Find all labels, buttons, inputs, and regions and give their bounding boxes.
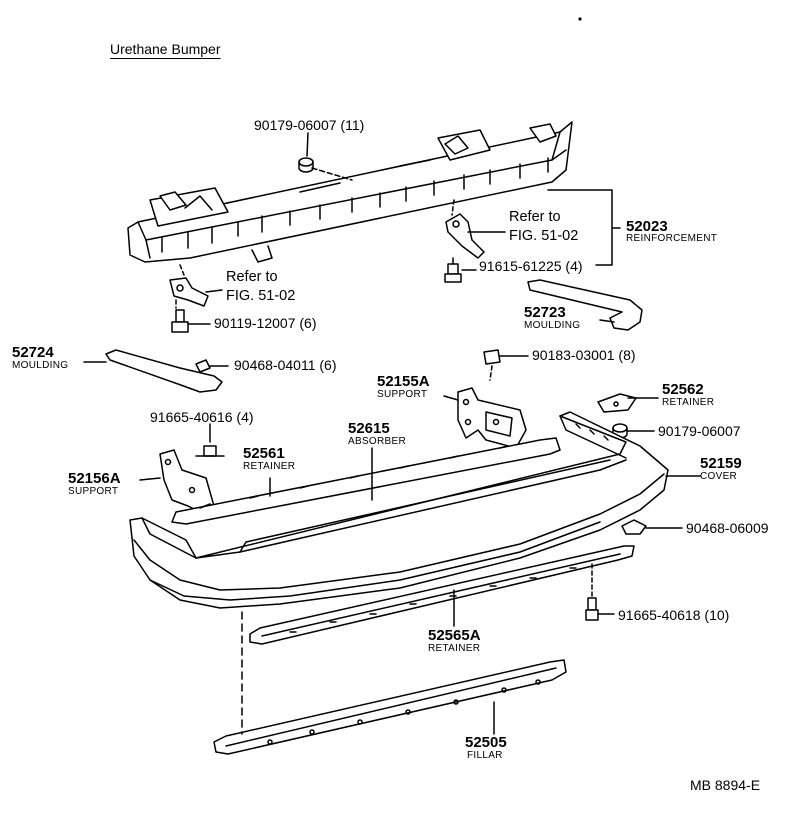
label-support-right: SUPPORT bbox=[377, 389, 428, 400]
retainer-52565A bbox=[249, 545, 635, 645]
reinforcement-part bbox=[127, 121, 573, 276]
clip-90468-06009 bbox=[621, 519, 683, 535]
label-52723: 52723 bbox=[524, 304, 566, 321]
nut-90179-06007-top bbox=[298, 132, 353, 181]
support-52156A bbox=[139, 449, 215, 515]
label-90119-12007: 90119-12007 (6) bbox=[214, 315, 317, 331]
document-code: MB 8894-E bbox=[690, 777, 761, 793]
label-52156A: 52156A bbox=[68, 470, 121, 487]
absorber-52615 bbox=[171, 437, 561, 525]
diagram-title: Urethane Bumper bbox=[110, 41, 221, 57]
label-90179-06007-top: 90179-06007 (11) bbox=[254, 117, 365, 133]
bolt-91615-61225 bbox=[444, 257, 477, 283]
label-retainer-bottom: RETAINER bbox=[428, 643, 481, 654]
cover-52159 bbox=[129, 411, 701, 609]
label-52561: 52561 bbox=[243, 445, 285, 462]
label-91665-40618: 91665-40618 (10) bbox=[618, 607, 730, 623]
label-retainer-left: RETAINER bbox=[243, 461, 296, 472]
label-91615-61225: 91615-61225 (4) bbox=[479, 258, 583, 274]
label-moulding-right: MOULDING bbox=[524, 320, 581, 331]
label-52565A: 52565A bbox=[428, 627, 481, 644]
label-52562: 52562 bbox=[662, 381, 704, 398]
label-reinforcement: REINFORCEMENT bbox=[626, 233, 718, 244]
label-absorber: ABSORBER bbox=[348, 436, 406, 447]
bracket-left bbox=[169, 277, 223, 307]
label-refer-right-2: FIG. 51-02 bbox=[509, 228, 579, 244]
label-90468-04011: 90468-04011 (6) bbox=[234, 357, 337, 373]
label-cover: COVER bbox=[700, 471, 738, 482]
bolt-91665-40616 bbox=[195, 423, 225, 457]
bolt-90119-12007 bbox=[171, 309, 211, 333]
label-retainer-right: RETAINER bbox=[662, 397, 715, 408]
label-refer-left-2: FIG. 51-02 bbox=[226, 288, 296, 304]
label-52615: 52615 bbox=[348, 420, 390, 437]
clip-90468-04011 bbox=[195, 359, 229, 373]
moulding-52724 bbox=[83, 349, 223, 393]
support-52155A bbox=[443, 387, 527, 449]
label-fillar: FILLAR bbox=[467, 750, 503, 761]
label-90468-06009: 90468-06009 bbox=[686, 520, 769, 536]
label-support-left: SUPPORT bbox=[68, 486, 119, 497]
label-52724: 52724 bbox=[12, 344, 54, 361]
label-52023: 52023 bbox=[626, 218, 668, 235]
label-91665-40616: 91665-40616 (4) bbox=[150, 409, 254, 425]
label-refer-left-1: Refer to bbox=[226, 269, 278, 285]
clip-90183-03001 bbox=[483, 349, 529, 381]
moulding-52723 bbox=[527, 279, 643, 331]
fillar-52505 bbox=[213, 659, 567, 755]
label-52155A: 52155A bbox=[377, 373, 430, 390]
label-52159: 52159 bbox=[700, 455, 742, 472]
bracket-right bbox=[445, 213, 506, 259]
label-90179-06007-right: 90179-06007 bbox=[658, 423, 741, 439]
bolt-91665-40618 bbox=[585, 563, 615, 621]
retainer-52562 bbox=[597, 393, 659, 413]
label-52505: 52505 bbox=[465, 734, 507, 751]
label-90183-03001: 90183-03001 (8) bbox=[532, 347, 636, 363]
label-refer-right-1: Refer to bbox=[509, 209, 561, 225]
label-moulding-left: MOULDING bbox=[12, 360, 69, 371]
stray-dot bbox=[578, 17, 582, 21]
